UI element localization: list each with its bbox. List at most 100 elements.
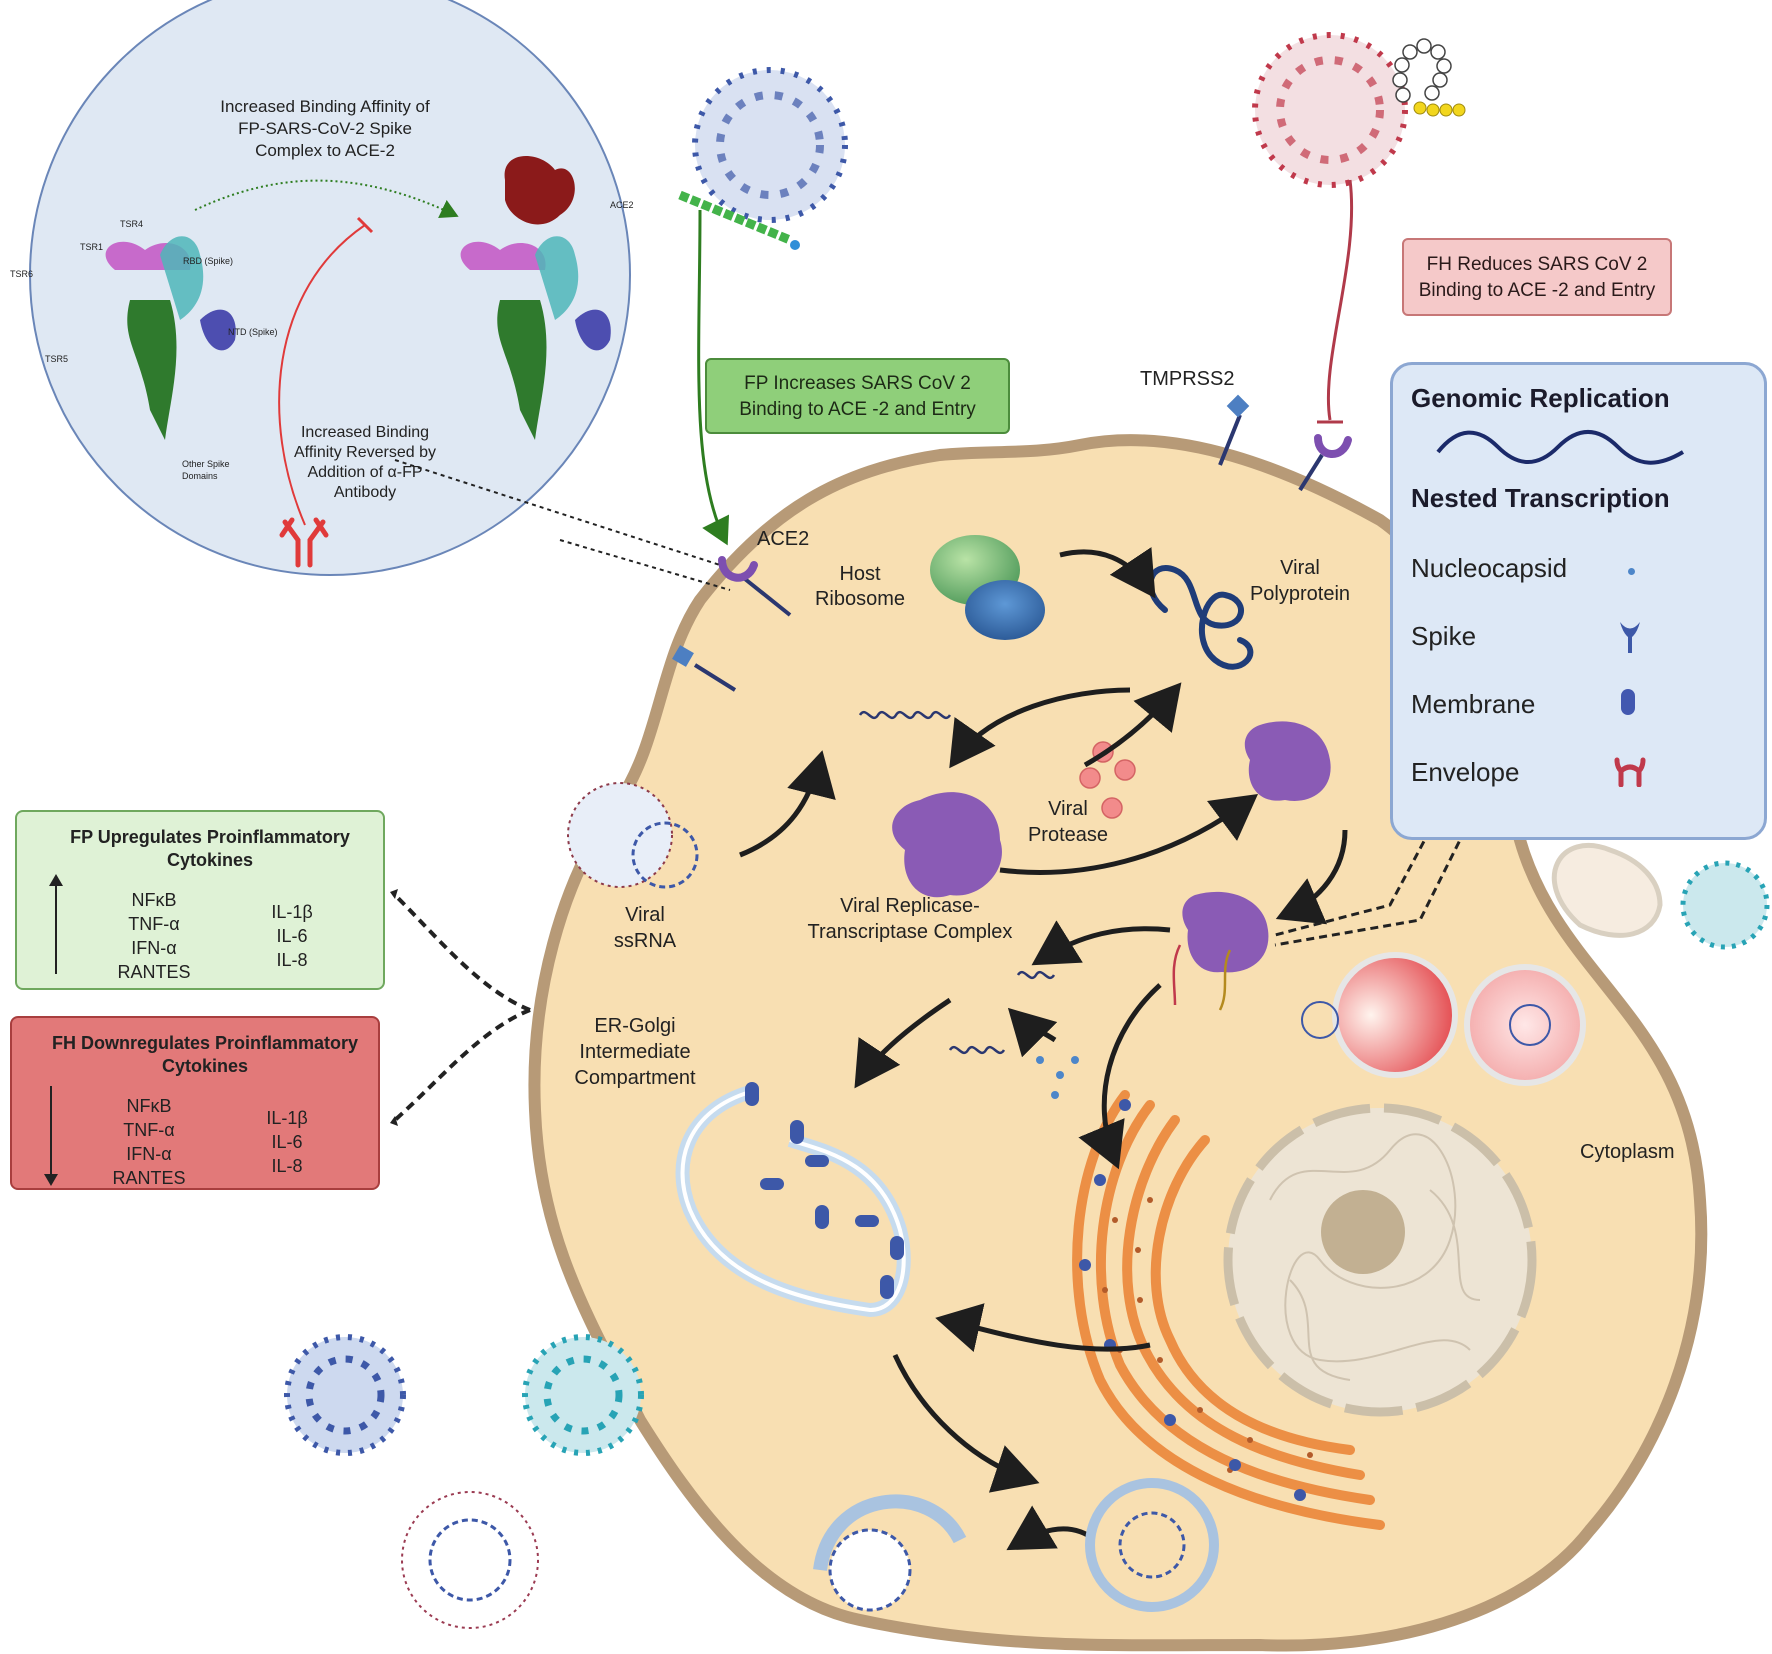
replicase-complex <box>892 721 1331 973</box>
legend-nucleocapsid: Nucleocapsid <box>1411 553 1568 583</box>
svg-text:Addition of α-FP: Addition of α-FP <box>307 464 422 481</box>
svg-text:ssRNA: ssRNA <box>614 930 677 952</box>
legend-membrane: Membrane <box>1411 689 1536 719</box>
svg-text:Viral Replicase-: Viral Replicase- <box>840 895 980 917</box>
down-arrowhead-icon <box>44 1174 58 1186</box>
released-virus-1 <box>284 1334 406 1456</box>
svg-text:Protease: Protease <box>1028 824 1108 846</box>
svg-text:ER-Golgi: ER-Golgi <box>594 1015 675 1037</box>
nucleocapsid-icon <box>1628 568 1635 575</box>
tmprss2-receptor-2 <box>672 645 737 692</box>
svg-text:Affinity Reversed by: Affinity Reversed by <box>294 444 436 461</box>
svg-text:Increased Binding: Increased Binding <box>301 424 429 441</box>
svg-text:TSR4: TSR4 <box>120 219 143 229</box>
nucleocapsid-dots <box>1036 1056 1079 1099</box>
vesicle-red <box>1301 952 1458 1078</box>
inset-title: Increased Binding Affinity of FP-SARS-Co… <box>220 97 430 160</box>
svg-text:ACE2: ACE2 <box>757 528 809 550</box>
legend-panel: Genomic Replication Nested Transcription… <box>1390 362 1767 840</box>
svg-text:Compartment: Compartment <box>574 1067 696 1089</box>
antibody-inhibition <box>278 224 366 526</box>
rna-strands <box>858 710 1232 1055</box>
endoplasmic-reticulum <box>1072 1090 1385 1530</box>
ace2-receptor-fh <box>1298 434 1352 492</box>
fp-entry-line2: Binding to ACE -2 and Entry <box>739 399 976 420</box>
svg-text:Cytoplasm: Cytoplasm <box>1580 1141 1674 1163</box>
ace2-structure <box>504 156 575 225</box>
legend-genomic-replication: Genomic Replication <box>1411 383 1670 413</box>
ace2-receptor <box>718 556 792 617</box>
nucleolus <box>1321 1190 1405 1274</box>
viral-protease <box>1079 741 1136 819</box>
secretory-vesicle-2 <box>813 1494 967 1612</box>
cell-labels: TMPRSS2 ACE2 Host Ribosome Viral Polypro… <box>574 368 1674 1163</box>
fp-entry-box: FP Increases SARS CoV 2 Binding to ACE -… <box>705 358 1010 434</box>
entering-virus <box>567 782 699 889</box>
svg-text:TSR5: TSR5 <box>45 354 68 364</box>
svg-text:Ribosome: Ribosome <box>815 588 905 610</box>
nucleus <box>1223 1103 1537 1417</box>
fp-virus <box>678 67 848 250</box>
svg-text:TMPRSS2: TMPRSS2 <box>1140 368 1234 390</box>
released-virus-3 <box>401 1491 539 1629</box>
svg-text:Host: Host <box>839 563 881 585</box>
er-ribosome-dots <box>1102 1197 1313 1473</box>
cytokine-arrowheads <box>390 889 398 1126</box>
up-arrow-icon <box>55 882 57 974</box>
released-virus-4 <box>1680 860 1770 950</box>
svg-text:Other Spike: Other Spike <box>182 459 230 469</box>
svg-text:Viral: Viral <box>625 904 665 926</box>
svg-text:RBD (Spike): RBD (Spike) <box>183 256 233 266</box>
ergic-membrane-proteins <box>745 1082 904 1299</box>
vesicle-pink <box>1464 964 1586 1086</box>
fh-entry-line2: Binding to ACE -2 and Entry <box>1418 280 1656 301</box>
svg-text:TSR6: TSR6 <box>10 269 33 279</box>
secretory-vesicle-1 <box>1085 1478 1219 1612</box>
rna-wave-icon <box>1436 430 1685 465</box>
structure-inset <box>29 0 631 576</box>
svg-text:TSR1: TSR1 <box>80 242 103 252</box>
svg-text:Polyprotein: Polyprotein <box>1250 583 1350 605</box>
svg-text:Intermediate: Intermediate <box>579 1041 690 1063</box>
svg-text:Transcriptase Complex: Transcriptase Complex <box>808 921 1013 943</box>
spike-icon <box>1620 622 1640 653</box>
legend-spike: Spike <box>1411 621 1477 651</box>
affinity-arrow <box>194 179 459 219</box>
svg-text:Increased Binding Affinity of: Increased Binding Affinity of <box>220 97 430 116</box>
legend-nested-transcription: Nested Transcription <box>1411 483 1670 513</box>
tmprss2-receptor <box>1218 394 1250 466</box>
down-arrow-icon <box>50 1086 52 1178</box>
process-arrows <box>739 547 1348 1551</box>
up-arrowhead-icon <box>49 874 63 886</box>
inset-leader <box>394 459 731 591</box>
svg-text:FP-SARS-CoV-2 Spike: FP-SARS-CoV-2 Spike <box>238 119 412 138</box>
exocytosis-vesicle <box>1551 843 1663 938</box>
legend-envelope: Envelope <box>1411 757 1520 787</box>
fp-entry-arrow <box>697 209 730 546</box>
fh-inhibition-line <box>1326 179 1354 421</box>
fp-spike-ace2-structure <box>460 156 611 440</box>
structure-labels: TSR4 TSR1 TSR6 TSR5 RBD (Spike) NTD (Spi… <box>10 200 634 481</box>
cytokine-arrows <box>393 893 531 1122</box>
er-spikes <box>1079 1099 1306 1501</box>
inset-reversal-text: Increased Binding Affinity Reversed by A… <box>294 424 436 501</box>
fp-spike-structure <box>105 236 236 440</box>
antibody-icon <box>279 517 329 568</box>
fh-entry-line1: FH Reduces SARS CoV 2 <box>1426 254 1648 275</box>
fp-entry-line1: FP Increases SARS CoV 2 <box>744 373 971 394</box>
svg-text:ACE2: ACE2 <box>610 200 634 210</box>
ergic-membrane <box>675 1085 911 1318</box>
svg-text:Viral: Viral <box>1280 557 1320 579</box>
svg-text:Viral: Viral <box>1048 798 1088 820</box>
membrane-icon <box>1621 689 1635 715</box>
svg-text:Complex to ACE-2: Complex to ACE-2 <box>255 141 395 160</box>
host-ribosome <box>930 535 1045 640</box>
fh-virus <box>1252 32 1466 188</box>
